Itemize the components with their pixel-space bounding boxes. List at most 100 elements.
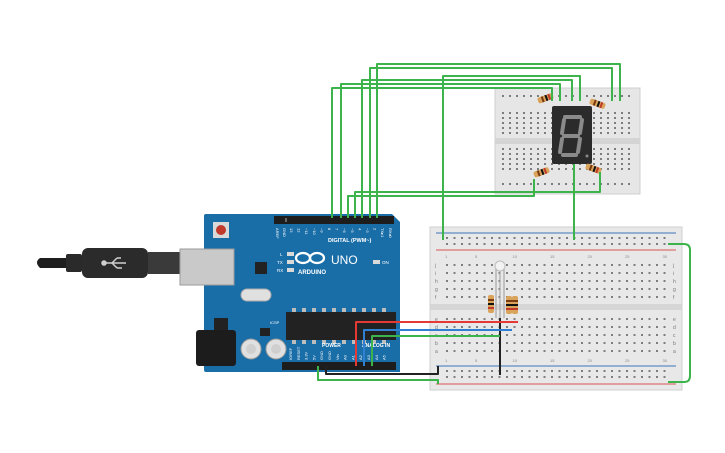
wire-green-5[interactable] <box>361 79 573 218</box>
row-letter: c <box>673 333 676 339</box>
resistor-small-3[interactable] <box>533 167 550 178</box>
row-letter: i <box>673 271 674 277</box>
row-letter: g <box>435 287 438 293</box>
wire-green-8[interactable] <box>442 75 581 240</box>
column-number: 15 <box>550 358 555 363</box>
row-letter: i <box>435 271 436 277</box>
usb-icon[interactable] <box>37 248 180 278</box>
wire-green-3[interactable] <box>347 179 535 218</box>
header-pin-label: GND <box>319 351 324 360</box>
wire-green-a[interactable] <box>371 335 500 366</box>
row-letter: j <box>434 263 436 269</box>
aref-label: AREF <box>275 228 280 239</box>
header-pin-label: A2 <box>358 354 363 360</box>
segment-glyph <box>558 115 589 158</box>
wire-green-rail-right[interactable] <box>668 243 691 383</box>
header-pin-label: A1 <box>350 354 355 360</box>
resistor-small-2[interactable] <box>589 98 606 109</box>
column-number: 15 <box>550 254 555 259</box>
column-number: 30 <box>663 358 668 363</box>
wires <box>317 63 691 384</box>
column-number: 1 <box>445 358 448 363</box>
header-pin-label: A0 <box>343 354 348 360</box>
header-pin-label: 5V <box>311 355 316 360</box>
wire-green-6[interactable] <box>369 67 613 218</box>
wire-green-2[interactable] <box>340 83 561 218</box>
resistor-main-2[interactable] <box>506 296 512 314</box>
row-letter: f <box>673 295 675 301</box>
row-letter: d <box>673 325 676 331</box>
wire-black-gnd[interactable] <box>325 366 439 375</box>
gnd-label: GND <box>282 228 287 237</box>
power-label: POWER <box>322 343 341 349</box>
header-pin-label: 7 <box>335 228 340 231</box>
wire-green-4[interactable] <box>354 172 601 218</box>
column-number: 20 <box>588 254 593 259</box>
header-pin-label: ~5 <box>350 228 355 233</box>
header-pin-label: 12 <box>297 228 302 233</box>
on-label: ON <box>382 260 389 265</box>
main-breadboard-holes <box>446 237 666 378</box>
digital-label: DIGITAL (PWM~) <box>328 238 372 244</box>
header-pin-label: A4 <box>374 354 379 360</box>
wire-green-5v[interactable] <box>317 366 439 384</box>
header-pin-label: ~6 <box>342 228 347 233</box>
header-pin-label: TX▸1 <box>380 228 385 238</box>
header-pin-label: 13 <box>289 228 294 233</box>
reset-button[interactable] <box>213 222 229 238</box>
row-letter: j <box>672 263 674 269</box>
row-letter: h <box>435 279 438 285</box>
header-pin-label: ~3 <box>365 228 370 233</box>
header-pin-label: 3.3V <box>304 351 309 360</box>
analog-label: ANALOG IN <box>362 343 390 349</box>
header-pin-label: ~11 <box>304 228 309 235</box>
header-pin-label: RESET <box>296 346 301 360</box>
resistor-small-4[interactable] <box>585 163 602 174</box>
header-pin-label: GND <box>327 351 332 360</box>
rgb-led[interactable] <box>494 260 506 318</box>
column-number: 5 <box>475 358 478 363</box>
row-letter: a <box>435 349 438 355</box>
row-letter: e <box>435 317 438 323</box>
header-pin-label: IOREF <box>288 347 293 360</box>
header-pin-label: 4 <box>357 228 362 231</box>
resistor-main-1[interactable] <box>488 295 494 313</box>
infinity-logo-icon <box>294 251 326 265</box>
wire-green-7[interactable] <box>376 63 621 218</box>
header-pin-label: RX◂0 <box>388 228 393 239</box>
column-number: 10 <box>513 358 518 363</box>
header-pin-label: ~10 <box>312 228 317 236</box>
column-number: 10 <box>513 254 518 259</box>
header-pin-label: Vin <box>335 354 340 360</box>
column-number: 1 <box>445 254 448 259</box>
arduino-model: UNO <box>331 253 358 267</box>
row-letter: b <box>435 341 438 347</box>
seven-segment-display[interactable]: 8 <box>552 106 592 164</box>
chip-pins <box>292 308 386 344</box>
row-letter: b <box>673 341 676 347</box>
wire-blue-a[interactable] <box>363 329 512 366</box>
header-pin-label: A5 <box>382 354 387 360</box>
column-number: 25 <box>625 254 630 259</box>
resistor-small-1[interactable] <box>537 93 554 104</box>
column-number: 30 <box>663 254 668 259</box>
row-letter: h <box>673 279 676 285</box>
wire-red-a[interactable] <box>355 321 518 366</box>
rx-label: RX <box>277 268 283 273</box>
row-letter: a <box>673 349 676 355</box>
column-number: 20 <box>588 358 593 363</box>
resistor-main-3[interactable] <box>512 296 518 314</box>
header-pin-label: 8 <box>327 228 332 231</box>
tx-label: TX <box>277 260 283 265</box>
header-pin-label: A3 <box>366 354 371 360</box>
row-letter: g <box>673 287 676 293</box>
row-letter: e <box>673 317 676 323</box>
column-number: 25 <box>625 358 630 363</box>
header-pin-label: ~9 <box>319 228 324 233</box>
icsp-label: ICSP <box>270 320 280 325</box>
arduino-uno-board[interactable]: DIGITAL (PWM~) POWER ANALOG IN L TX RX O… <box>179 214 400 372</box>
